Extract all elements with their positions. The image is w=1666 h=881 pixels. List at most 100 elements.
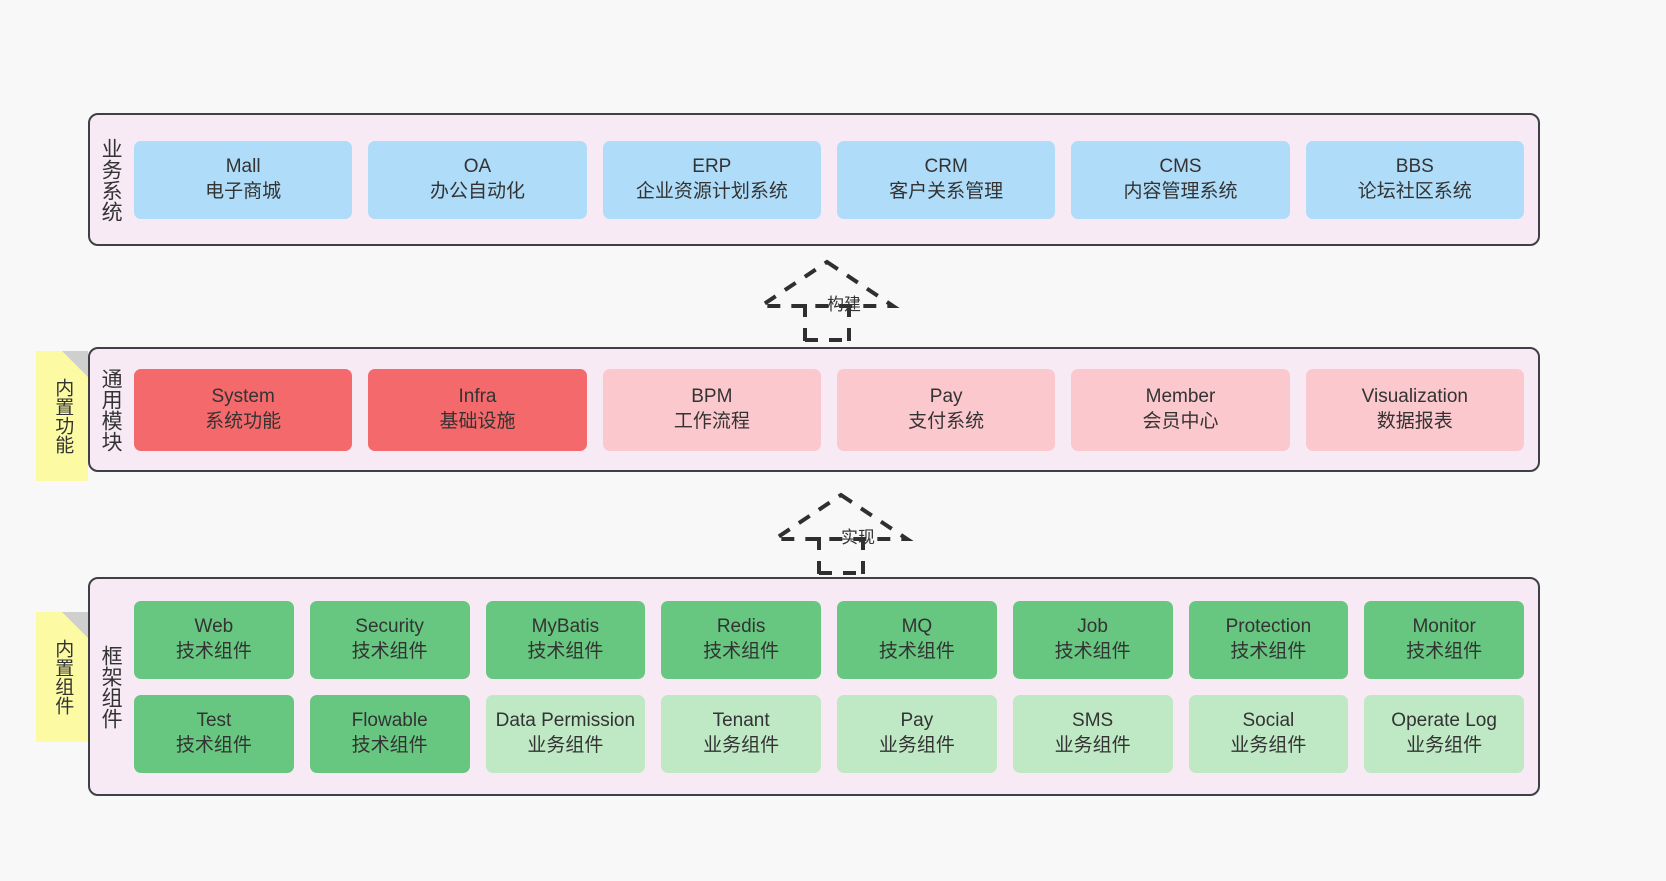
- card-title: Test: [196, 710, 232, 732]
- card-title: Pay: [929, 386, 963, 408]
- dashed-generalization-arrow-icon: [754, 259, 900, 342]
- card-subtitle: 业务组件: [527, 734, 604, 756]
- card-subtitle: 技术组件: [1054, 640, 1131, 662]
- layer-common-modules[interactable]: 通用模块 System 系统功能 Infra 基础设施 BPM 工作流程 Pay: [88, 347, 1540, 472]
- card-title: ERP: [692, 156, 732, 178]
- card-redis[interactable]: Redis 技术组件: [661, 600, 821, 679]
- card-title: Security: [355, 616, 424, 638]
- card-monitor[interactable]: Monitor 技术组件: [1364, 600, 1524, 679]
- card-subtitle: 技术组件: [351, 640, 428, 662]
- card-subtitle: 数据报表: [1376, 410, 1453, 432]
- card-subtitle: 业务组件: [878, 734, 955, 756]
- card-subtitle: 业务组件: [1406, 734, 1483, 756]
- layer-body-business-systems: Mall 电子商城 OA 办公自动化 ERP 企业资源计划系统 CRM 客户关系…: [130, 115, 1538, 244]
- card-subtitle: 业务组件: [1230, 734, 1307, 756]
- card-subtitle: 论坛社区系统: [1357, 180, 1472, 202]
- card-title: Redis: [716, 616, 766, 638]
- card-row-tech-components: Web 技术组件 Security 技术组件 MyBatis 技术组件 Redi…: [134, 600, 1524, 679]
- card-pay-module[interactable]: Pay 支付系统: [836, 368, 1056, 451]
- card-subtitle: 业务组件: [703, 734, 780, 756]
- card-title: Web: [194, 616, 234, 638]
- sticky-note-builtin-features: 内置功能: [36, 351, 88, 481]
- card-subtitle: 技术组件: [1406, 640, 1483, 662]
- card-title: Job: [1077, 616, 1108, 638]
- card-subtitle: 技术组件: [351, 734, 428, 756]
- card-title: Flowable: [351, 710, 428, 732]
- layer-framework-components[interactable]: 框架组件 Web 技术组件 Security 技术组件 MyBatis 技术组件…: [88, 577, 1540, 796]
- card-title: Operate Log: [1391, 710, 1497, 732]
- card-title: MQ: [901, 616, 933, 638]
- card-bbs[interactable]: BBS 论坛社区系统: [1305, 140, 1524, 219]
- card-visualization[interactable]: Visualization 数据报表: [1305, 368, 1524, 451]
- card-subtitle: 办公自动化: [429, 180, 525, 202]
- card-infra[interactable]: Infra 基础设施: [368, 368, 587, 451]
- card-operate-log[interactable]: Operate Log 业务组件: [1364, 694, 1524, 773]
- card-mall[interactable]: Mall 电子商城: [134, 140, 353, 219]
- card-social[interactable]: Social 业务组件: [1188, 694, 1349, 773]
- card-row-business-components: Test 技术组件 Flowable 技术组件 Data Permission …: [134, 694, 1524, 773]
- card-subtitle: 客户关系管理: [889, 180, 1004, 202]
- card-title: Member: [1145, 386, 1216, 408]
- card-cms[interactable]: CMS 内容管理系统: [1071, 140, 1290, 219]
- card-job[interactable]: Job 技术组件: [1012, 600, 1173, 679]
- card-row-common-modules: System 系统功能 Infra 基础设施 BPM 工作流程 Pay 支付系统…: [134, 368, 1524, 451]
- card-title: SMS: [1072, 710, 1114, 732]
- card-title: Tenant: [712, 710, 770, 732]
- card-subtitle: 技术组件: [527, 640, 604, 662]
- card-bpm[interactable]: BPM 工作流程: [602, 368, 821, 451]
- card-member[interactable]: Member 会员中心: [1071, 368, 1290, 451]
- card-title: Protection: [1225, 616, 1312, 638]
- card-subtitle: 工作流程: [673, 410, 750, 432]
- card-title: Social: [1242, 710, 1295, 732]
- card-subtitle: 系统功能: [205, 410, 282, 432]
- card-subtitle: 技术组件: [175, 640, 252, 662]
- card-flowable[interactable]: Flowable 技术组件: [309, 694, 470, 773]
- card-security[interactable]: Security 技术组件: [309, 600, 470, 679]
- card-title: OA: [463, 156, 492, 178]
- card-title: Visualization: [1361, 386, 1468, 408]
- card-pay-component[interactable]: Pay 业务组件: [837, 694, 997, 773]
- card-subtitle: 支付系统: [908, 410, 985, 432]
- connector-implement-label: 实现: [841, 528, 875, 547]
- card-title: Pay: [900, 710, 934, 732]
- card-subtitle: 技术组件: [703, 640, 780, 662]
- card-system[interactable]: System 系统功能: [134, 368, 353, 451]
- card-mq[interactable]: MQ 技术组件: [837, 600, 997, 679]
- layer-body-framework-components: Web 技术组件 Security 技术组件 MyBatis 技术组件 Redi…: [130, 579, 1538, 794]
- sticky-note-label: 内置功能: [52, 378, 74, 454]
- card-erp[interactable]: ERP 企业资源计划系统: [602, 140, 821, 219]
- card-title: MyBatis: [531, 616, 600, 638]
- card-subtitle: 技术组件: [175, 734, 252, 756]
- card-web[interactable]: Web 技术组件: [134, 600, 294, 679]
- card-title: CRM: [924, 156, 968, 178]
- note-fold-corner-icon: [62, 351, 88, 377]
- layer-business-systems[interactable]: 业务系统 Mall 电子商城 OA 办公自动化 ERP 企业资源计划系统 CRM: [88, 113, 1540, 246]
- connector-implement: 实现: [768, 491, 914, 575]
- layer-body-common-modules: System 系统功能 Infra 基础设施 BPM 工作流程 Pay 支付系统…: [130, 349, 1538, 470]
- card-tenant[interactable]: Tenant 业务组件: [661, 694, 821, 773]
- card-title: System: [211, 386, 275, 408]
- card-test[interactable]: Test 技术组件: [134, 694, 294, 773]
- layer-label-common-modules: 通用模块: [99, 367, 123, 452]
- card-data-permission[interactable]: Data Permission 业务组件: [485, 694, 646, 773]
- card-mybatis[interactable]: MyBatis 技术组件: [485, 600, 646, 679]
- card-title: BBS: [1395, 156, 1434, 178]
- sticky-note-builtin-components: 内置组件: [36, 612, 88, 742]
- card-subtitle: 业务组件: [1054, 734, 1131, 756]
- card-title: Mall: [225, 156, 261, 178]
- card-crm[interactable]: CRM 客户关系管理: [836, 140, 1056, 219]
- note-fold-corner-icon: [62, 612, 88, 638]
- card-row-business-systems: Mall 电子商城 OA 办公自动化 ERP 企业资源计划系统 CRM 客户关系…: [134, 140, 1524, 219]
- card-subtitle: 会员中心: [1142, 410, 1219, 432]
- card-subtitle: 技术组件: [1230, 640, 1307, 662]
- card-title: Monitor: [1412, 616, 1476, 638]
- card-oa[interactable]: OA 办公自动化: [368, 140, 587, 219]
- card-protection[interactable]: Protection 技术组件: [1188, 600, 1349, 679]
- card-subtitle: 企业资源计划系统: [635, 180, 788, 202]
- card-sms[interactable]: SMS 业务组件: [1012, 694, 1173, 773]
- card-title: CMS: [1159, 156, 1202, 178]
- card-title: Data Permission: [495, 710, 636, 732]
- card-subtitle: 基础设施: [439, 410, 516, 432]
- layer-label-business-systems: 业务系统: [99, 137, 123, 222]
